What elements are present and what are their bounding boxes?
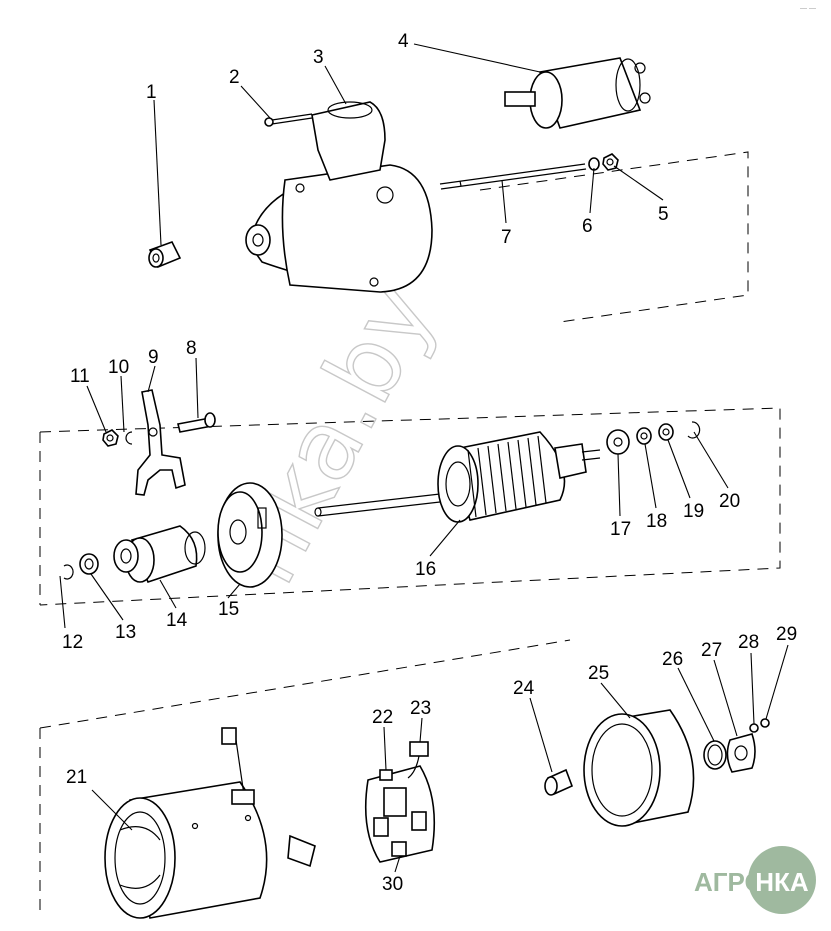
- part-2-screw: [264, 113, 313, 127]
- label-6: 6: [582, 216, 593, 237]
- part-15-bearing-plate: [217, 482, 283, 588]
- part-11-nut: [102, 429, 119, 447]
- part-14-pinion: [113, 525, 206, 584]
- part-23-brush-lead: [407, 741, 429, 779]
- part-27-cap: [726, 733, 756, 773]
- label-13: 13: [115, 622, 136, 643]
- agronka-logo: АГРО НКА: [694, 846, 816, 914]
- part-28-washer: [749, 723, 759, 733]
- label-4: 4: [398, 31, 409, 52]
- label-2: 2: [229, 67, 240, 88]
- part-7-bolt: [439, 163, 587, 190]
- section-frames: [39, 151, 781, 915]
- part-10-clip: [125, 431, 133, 445]
- part-17-washer: [606, 429, 630, 455]
- armature-windings: [467, 435, 547, 518]
- label-16: 16: [415, 559, 436, 580]
- label-24: 24: [513, 678, 535, 699]
- part-25-end-cover: [583, 709, 695, 827]
- part-8-bolt: [177, 412, 216, 433]
- part-19-washer: [658, 423, 674, 441]
- part-4-solenoid: [504, 57, 651, 129]
- label-12: 12: [62, 632, 83, 653]
- label-17: 17: [610, 519, 631, 540]
- part-3-housing: [245, 101, 433, 293]
- label-20: 20: [719, 491, 740, 512]
- label-26: 26: [662, 649, 683, 670]
- label-21: 21: [66, 767, 87, 788]
- label-3: 3: [313, 47, 324, 68]
- part-20-circlip: [687, 421, 701, 439]
- label-30: 30: [382, 874, 403, 895]
- logo-right-text: НКА: [755, 867, 809, 897]
- label-22: 22: [372, 707, 393, 728]
- part-22-brush: [379, 769, 393, 781]
- label-10: 10: [108, 357, 129, 378]
- part-26-seal: [703, 740, 727, 770]
- label-23: 23: [410, 698, 431, 719]
- logo-circle: [748, 846, 816, 914]
- part-13-collar: [79, 553, 99, 575]
- label-15: 15: [218, 599, 239, 620]
- label-25: 25: [588, 663, 609, 684]
- label-11: 11: [70, 366, 90, 387]
- label-5: 5: [658, 204, 669, 225]
- label-8: 8: [186, 338, 197, 359]
- part-24-bush: [544, 768, 574, 796]
- label-27: 27: [701, 640, 722, 661]
- leader-lines: [59, 43, 789, 873]
- label-19: 19: [683, 501, 704, 522]
- part-16-armature: [314, 431, 601, 523]
- label-28: 28: [738, 632, 759, 653]
- label-1: 1: [146, 82, 157, 103]
- label-14: 14: [166, 610, 188, 631]
- part-12-circlip: [63, 564, 74, 580]
- corner-text: — —: [800, 5, 816, 12]
- part-18-washer: [636, 427, 652, 445]
- label-7: 7: [501, 227, 512, 248]
- label-18: 18: [646, 511, 667, 532]
- part-1-bush: [148, 241, 182, 269]
- label-29: 29: [776, 624, 797, 645]
- label-9: 9: [148, 347, 159, 368]
- part-9-fork: [135, 389, 186, 496]
- part-21-yoke: [104, 727, 316, 919]
- callout-labels: 1 2 3 4 5 6 7 8 9 10 11 12 13 14 15 16 1…: [62, 31, 797, 895]
- part-29-screw: [760, 718, 770, 728]
- part-30-brush-holder: [364, 765, 436, 863]
